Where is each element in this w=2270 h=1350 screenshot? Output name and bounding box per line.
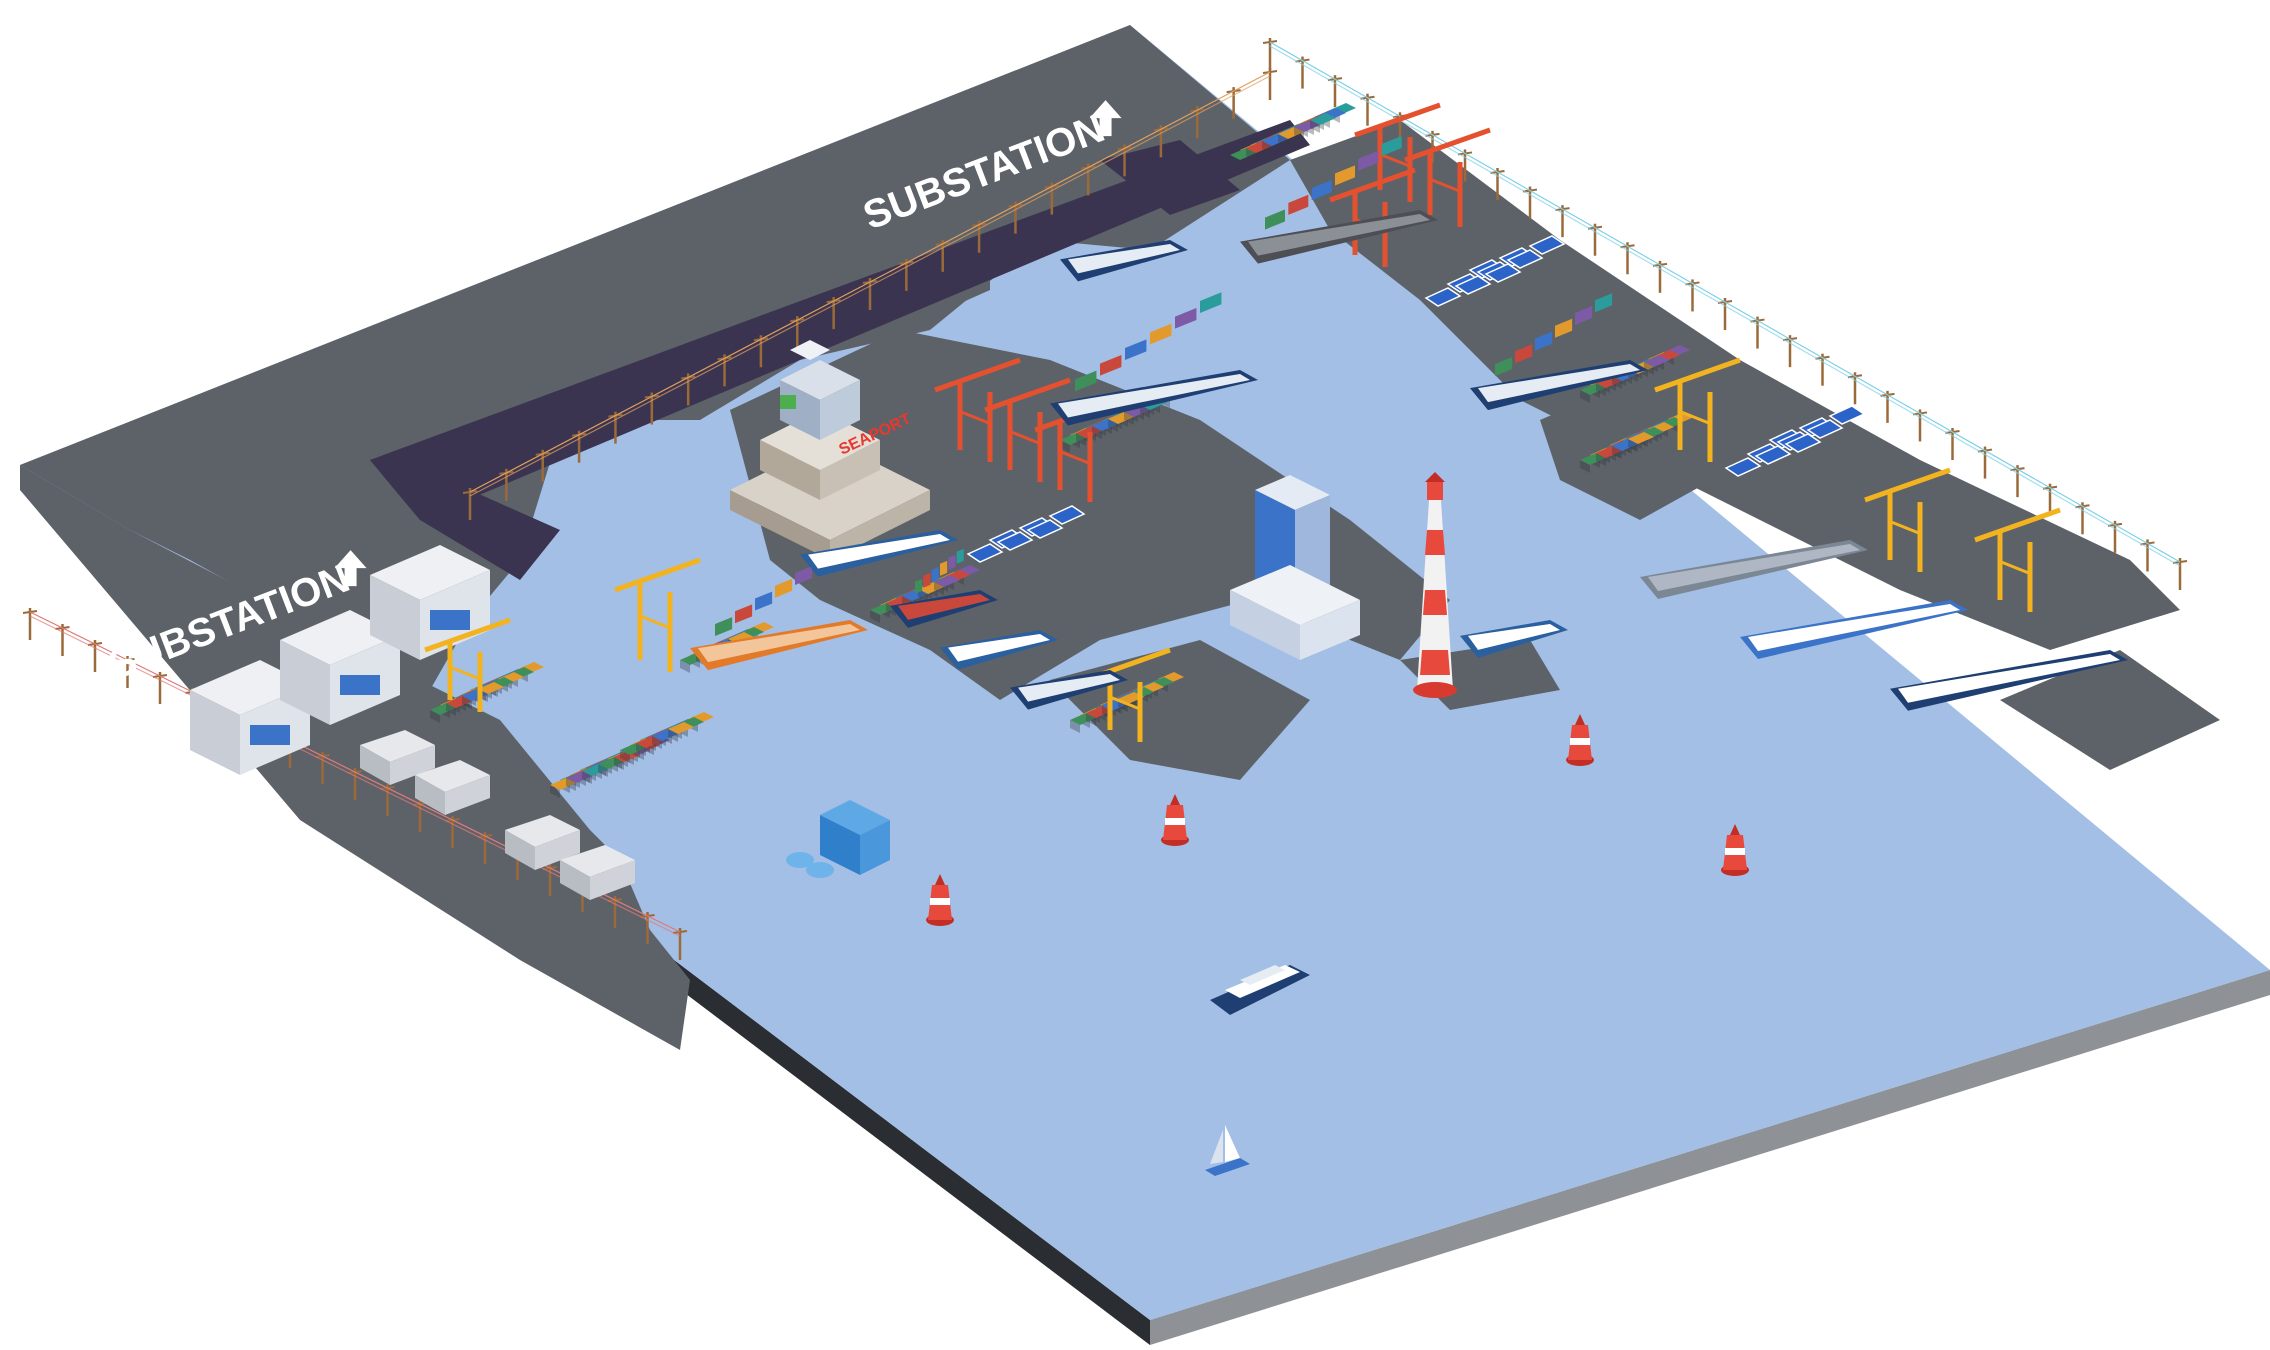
hydrogen-tank-icon — [786, 800, 890, 878]
up-arrow-icon — [1089, 100, 1122, 137]
cargo-ship-icon — [1050, 292, 1258, 426]
container-crane-icon — [934, 357, 1021, 462]
container-crane-icon — [1974, 507, 2061, 612]
passenger-ferry — [1060, 240, 1188, 282]
tugboat — [1010, 670, 1128, 710]
solar-panel-icon — [996, 531, 1034, 551]
container-icon — [1108, 412, 1134, 424]
container-icon — [478, 682, 504, 694]
buoys — [926, 714, 1749, 926]
cranes — [424, 102, 2061, 742]
passenger-ferry — [1210, 965, 1310, 1015]
container-icon — [1246, 141, 1272, 153]
lighthouse-icon — [1413, 472, 1457, 698]
power-line-right — [1262, 38, 2188, 590]
road-network — [370, 120, 1310, 580]
naval-frigate — [1640, 540, 1868, 599]
solar-panel-icon — [1806, 419, 1844, 439]
container-icon — [1086, 706, 1112, 718]
container-crane-icon — [984, 377, 1071, 482]
container-icon — [1644, 355, 1670, 367]
buoy-icon — [926, 874, 954, 926]
container-icon — [1092, 419, 1118, 431]
solar-panel-icon — [1484, 263, 1522, 283]
container-icon — [566, 771, 592, 783]
cargo-ship-icon — [1240, 135, 1438, 264]
solar-panel-icon — [1724, 457, 1762, 477]
container-icon — [1070, 713, 1096, 725]
container-crane-icon — [1864, 467, 1951, 572]
solar-panel-icon — [966, 543, 1004, 563]
buoy-icon — [1721, 824, 1749, 876]
solar-panel-icon — [1048, 505, 1086, 525]
container-icon — [1580, 453, 1606, 465]
container-icon — [1596, 446, 1622, 458]
container-icon — [1060, 433, 1086, 445]
up-arrow-icon — [334, 550, 367, 587]
container-crane-icon — [1654, 357, 1741, 462]
container-icon — [1294, 120, 1320, 132]
container-icon — [1628, 432, 1654, 444]
power-pole-icon — [22, 608, 38, 640]
container-icon — [582, 764, 608, 776]
power-pole-icon — [87, 640, 103, 672]
container-crane-icon — [424, 617, 511, 712]
container-icon — [550, 778, 576, 790]
solar-panel-icon — [1424, 287, 1462, 307]
container-icon — [1262, 134, 1288, 146]
solar-panel-arrays — [966, 235, 1866, 563]
solar-panel-icon — [1454, 275, 1492, 295]
solar-panel-icon — [1026, 519, 1064, 539]
container-icon — [1596, 376, 1622, 388]
container-icon — [902, 589, 928, 601]
container-icon — [918, 582, 944, 594]
container-crane-icon — [1404, 127, 1491, 227]
substation-buildings — [190, 545, 490, 775]
power-pole-icon — [1262, 68, 1278, 100]
container-icon — [620, 743, 646, 755]
cargo-ship-icon — [690, 553, 868, 671]
solar-panel-icon — [1828, 405, 1866, 425]
cargo-ship-icon — [800, 530, 958, 577]
research-vessel — [1740, 600, 1968, 659]
container-icon — [886, 596, 912, 608]
power-pole-icon — [55, 624, 70, 656]
solar-panel-icon — [1528, 235, 1566, 255]
cruise-ship-icon — [1890, 650, 2128, 711]
container-crane-icon — [614, 557, 701, 672]
container-icon — [1230, 148, 1256, 160]
icebreaker — [1460, 620, 1568, 658]
cargo-ship-icon — [890, 548, 998, 628]
container-icon — [668, 722, 694, 734]
leaf-logo-icon — [780, 395, 796, 409]
power-pole-icon — [1262, 38, 1278, 70]
container-icon — [1580, 383, 1606, 395]
solar-panel-icon — [1784, 433, 1822, 453]
storage-sheds — [360, 730, 635, 900]
solar-panel-icon — [1754, 445, 1792, 465]
container-icon — [598, 757, 624, 769]
control-tower — [1230, 475, 1360, 660]
container-icon — [652, 729, 678, 741]
container-icon — [1310, 113, 1336, 125]
research-vessel — [940, 630, 1058, 670]
container-icon — [934, 575, 960, 587]
sailboat-icon — [1205, 1125, 1250, 1176]
solar-panel-icon — [1506, 249, 1544, 269]
buoy-icon — [1161, 794, 1189, 846]
container-icon — [636, 736, 662, 748]
container-icon — [1124, 405, 1150, 417]
container-icon — [430, 703, 456, 715]
warehouse-icon — [370, 545, 490, 660]
container-icon — [1612, 439, 1638, 451]
ships — [690, 135, 2128, 711]
container-icon — [1278, 127, 1304, 139]
container-icon — [446, 696, 472, 708]
power-pole-icon — [152, 672, 168, 704]
cargo-ship-icon — [1470, 293, 1648, 411]
buoy-icon — [1566, 714, 1594, 766]
power-line-top — [462, 68, 1278, 520]
container-icon — [870, 603, 896, 615]
